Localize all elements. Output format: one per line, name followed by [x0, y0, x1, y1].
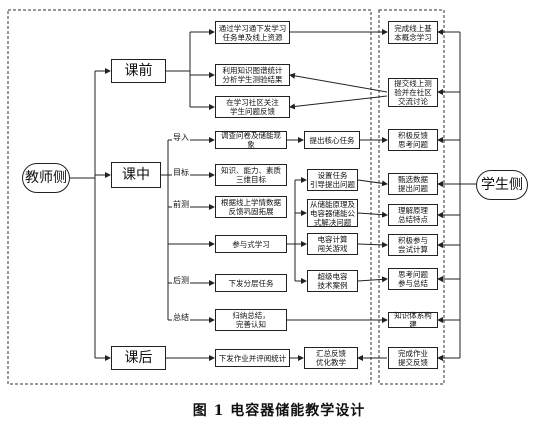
stage-label-pretest: 前测 — [172, 200, 190, 210]
phase-post-class: 课后 — [111, 346, 166, 370]
box-summary: 归纳总结， 完善认知 — [215, 309, 287, 331]
box-optimize: 汇总反馈 优化教学 — [304, 347, 358, 369]
pre-box-community-feedback: 在学习社区关注 学生问题反馈 — [215, 96, 290, 118]
pre-box-task-resources: 通过学习通下发学习 任务单及线上资源 — [215, 21, 290, 44]
student-box-knowledge-system: 知识体系构建 — [388, 311, 438, 329]
stage-label-summary: 总结 — [172, 313, 190, 323]
box-layered-task: 下发分层任务 — [215, 274, 287, 292]
teacher-node: 教师侧 — [22, 163, 70, 193]
pre-box-knowledge-graph: 利用知识图谱统计 分析学生测验结果 — [215, 64, 290, 86]
teacher-frame — [7, 9, 372, 385]
box-formula: 从储能原理及 电容器储能公 式解决问题 — [307, 199, 358, 227]
figure-caption: 图 1 电容器储能教学设计 — [192, 403, 366, 419]
box-survey: 调查问卷及储能现象 — [215, 131, 287, 149]
phase-in-class: 课中 — [111, 162, 161, 188]
box-homework: 下发作业并评阅统计 — [215, 349, 290, 367]
student-box-submit-homework: 完成作业 提交反馈 — [388, 347, 438, 369]
phase-pre-class: 课前 — [111, 59, 166, 83]
student-box-submit-test: 提交线上测 验并在社区 交流讨论 — [388, 78, 438, 107]
box-pretest-feedback: 根据线上学情数据 反馈巩固拓展 — [215, 196, 287, 218]
box-goals: 知识、能力、素质 三维目标 — [215, 164, 287, 186]
student-box-basic-concepts: 完成线上基 本概念学习 — [388, 21, 438, 44]
box-tech-case: 超级电容 技术案例 — [307, 270, 358, 292]
stage-label-posttest: 后测 — [172, 276, 190, 286]
box-participate: 参与式学习 — [215, 235, 287, 253]
box-calc-game: 电容计算 闯关游戏 — [307, 233, 358, 255]
student-node: 学生侧 — [476, 170, 528, 200]
stage-label-intro: 导入 — [172, 133, 190, 143]
box-core-task: 提出核心任务 — [304, 131, 360, 149]
student-box-calculate: 积极参与 尝试计算 — [388, 234, 438, 256]
stage-label-goal: 目标 — [172, 168, 190, 178]
student-frame — [378, 9, 445, 385]
student-box-understand: 理解原理 总结特点 — [388, 204, 438, 226]
box-task-guide: 设置任务 引导提出问题 — [307, 169, 358, 191]
student-box-select-data: 甄选数据 提出问题 — [388, 173, 438, 195]
student-box-feedback: 积极反馈 思考问题 — [388, 129, 438, 151]
student-box-think-summarize: 思考问题 参与总结 — [388, 268, 438, 290]
